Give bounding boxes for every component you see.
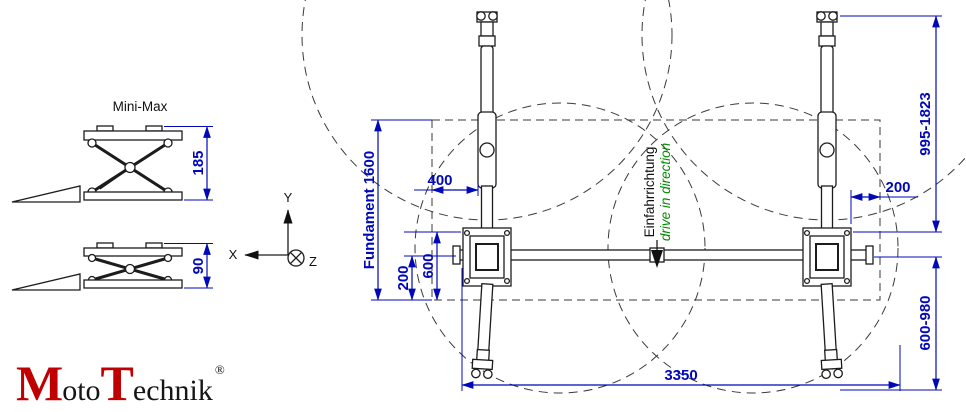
dimension-foundation: Fundament 1600: [361, 119, 432, 301]
pivot-joint-center: [124, 161, 136, 174]
support-pad: [145, 125, 163, 132]
side-view-scissor-lift: Mini-Max 185: [11, 99, 213, 291]
dimension-label: 3350: [664, 367, 697, 384]
hydraulic-cylinder: [99, 153, 151, 190]
axis-z-label: Z: [309, 254, 317, 269]
side-view-title: Mini-Max: [113, 99, 168, 114]
lift-arm-bottom-left-shape: [470, 282, 499, 380]
axis-x-label: X: [229, 247, 238, 262]
dimension-label: Fundament 1600: [361, 151, 378, 269]
swing-arc-right: [607, 102, 899, 394]
support-pad: [145, 242, 163, 249]
dimension-200-right: 200: [850, 179, 918, 224]
dimension-3350: 3350: [461, 268, 901, 391]
lift-lowered-view: [11, 242, 183, 291]
swing-arc-left: [414, 102, 706, 394]
dimension-label: 400: [427, 172, 452, 189]
mototechnik-logo: MotoTechnik®: [16, 358, 225, 408]
lift-arm-bottom-left: [470, 282, 499, 380]
dimension-label: 90: [190, 258, 207, 275]
support-pad: [96, 242, 114, 249]
lift-raised-view: [11, 125, 183, 203]
lift-post-right: [802, 10, 852, 288]
support-pad: [96, 125, 114, 132]
pivot-joint: [87, 138, 97, 148]
logo-text-echnik: echnik: [132, 374, 213, 407]
foundation-outline: [431, 119, 881, 301]
drive-direction-label-de: Einfahrrichtung: [642, 147, 657, 238]
dimension-400: 400: [414, 172, 479, 196]
lift-arm-bottom-right: [815, 282, 844, 380]
pivot-joint: [163, 138, 173, 148]
base-frame: [83, 191, 183, 201]
registered-trademark-symbol: ®: [214, 362, 225, 377]
dimension-label: 200: [885, 179, 910, 196]
dimension-185: 185: [164, 125, 213, 201]
lift-post-left: [462, 10, 512, 288]
beam-end-cap-left: [452, 245, 461, 265]
drive-direction: Einfahrrichtung drive in direction: [642, 143, 673, 268]
dimension-600: 600: [404, 231, 461, 301]
base-frame: [83, 279, 183, 289]
dimension-label: 600: [420, 253, 437, 278]
drive-on-ramp: [11, 185, 81, 203]
dimension-label: 200: [395, 265, 412, 290]
lift-platform: [83, 247, 183, 257]
dimension-995-1823: 995-1823: [840, 15, 942, 233]
coordinate-axes: Y X Z: [229, 190, 317, 269]
lift-platform: [83, 130, 183, 141]
pivot-joint: [163, 253, 173, 263]
drive-on-ramp: [11, 273, 81, 291]
dimension-200-left: 200: [395, 255, 456, 301]
pivot-joint-center: [124, 263, 136, 275]
beam-end-cap-right: [865, 245, 874, 265]
top-view-plan: Einfahrrichtung drive in direction Funda…: [301, 0, 966, 394]
logo-letter-t: T: [100, 355, 134, 411]
dimension-label: 995-1823: [917, 92, 934, 155]
axis-z-cross: [289, 251, 303, 265]
dimension-label: 600-980: [917, 295, 934, 350]
lift-arm-bottom-right-shape: [815, 282, 844, 380]
logo-letter-m: M: [16, 355, 63, 411]
dimension-label: 185: [190, 150, 207, 175]
logo-text-oto: oto: [62, 374, 101, 407]
drive-direction-label-en: drive in direction: [658, 143, 673, 241]
dimension-600-980: 600-980: [840, 256, 942, 391]
drive-direction-arrowhead: [651, 250, 663, 268]
pivot-joint: [87, 253, 97, 263]
dimension-90: 90: [164, 242, 213, 289]
axis-y-label: Y: [284, 190, 293, 205]
